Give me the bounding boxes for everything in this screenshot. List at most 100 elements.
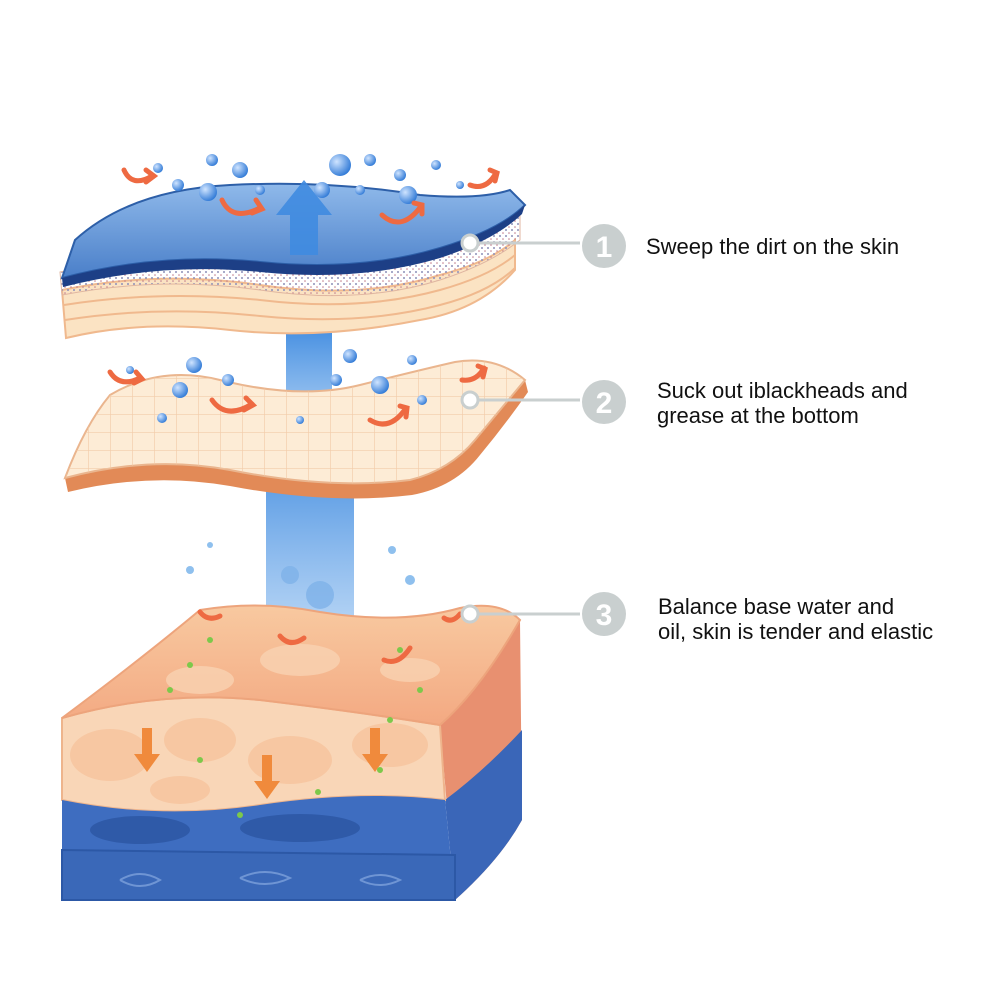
top-cell	[166, 666, 234, 694]
layer-3-block	[61, 604, 522, 901]
blue-cell-outline	[359, 874, 403, 886]
top-cell	[260, 644, 340, 676]
bubble	[330, 374, 342, 386]
layer-3-front-blue-dark	[61, 848, 456, 901]
callout-number: 1	[596, 231, 613, 264]
swirl-arrow-icon	[381, 645, 413, 664]
swirl-arrow-head	[411, 200, 425, 217]
step-1-line-1: Sweep the dirt on the skin	[646, 234, 900, 259]
bubble	[172, 179, 184, 191]
down-arrow-icon	[254, 755, 280, 799]
callout-3: 3	[460, 592, 626, 636]
swirl-arrow-head	[487, 167, 500, 184]
callout-number-circle	[582, 592, 626, 636]
green-dot	[207, 637, 213, 643]
bubble	[431, 160, 441, 170]
swirl-arrow-head	[131, 369, 146, 386]
callout-1: 1	[460, 224, 626, 268]
bubble	[329, 154, 351, 176]
bubble	[199, 183, 217, 201]
bubble	[456, 181, 464, 189]
swirl-arrow-head	[241, 395, 258, 413]
up-arrow-icon	[276, 180, 332, 255]
step-2-label: Suck out iblackheads and grease at the b…	[657, 378, 908, 428]
green-dot	[417, 687, 423, 693]
layer-3-side-blue	[445, 730, 522, 900]
step-3-line-1: Balance base water and	[658, 594, 895, 619]
down-arrow-icon	[362, 728, 388, 772]
swirl-arrow-icon	[467, 170, 499, 189]
bubble	[172, 382, 188, 398]
green-dot	[387, 717, 393, 723]
bubble	[157, 413, 167, 423]
callout-number-circle	[582, 380, 626, 424]
bubble	[343, 349, 357, 363]
bubble	[306, 581, 334, 609]
callout-anchor	[460, 390, 480, 410]
swirl-arrow-icon	[197, 609, 223, 621]
swirl-arrow-icon	[277, 633, 307, 645]
blue-cell-outline	[119, 873, 162, 887]
blue-cell	[90, 816, 190, 844]
callout-number-circle	[582, 224, 626, 268]
bubble	[281, 566, 299, 584]
swirl-arrow-icon	[379, 202, 425, 225]
bubble	[206, 154, 218, 166]
swirl-arrow-head	[143, 167, 159, 185]
bubble	[394, 169, 406, 181]
bubble	[186, 357, 202, 373]
bubble	[255, 185, 265, 195]
green-dot	[377, 767, 383, 773]
layer-2-underside	[65, 380, 528, 499]
bubble	[207, 542, 213, 548]
bubbles	[126, 154, 464, 609]
blue-cell	[240, 814, 360, 842]
bubble	[364, 154, 376, 166]
step-1-label: Sweep the dirt on the skin	[646, 234, 899, 259]
bubble	[405, 575, 415, 585]
callout-anchor	[460, 604, 480, 624]
callout-anchor	[460, 233, 480, 253]
bubble	[232, 162, 248, 178]
swirl-arrow-head	[475, 363, 488, 380]
layer-1-stripe-line	[64, 267, 516, 321]
swirl-arrow-head	[249, 197, 266, 216]
callout-number: 3	[596, 599, 613, 632]
swirl-arrows	[107, 167, 500, 664]
callout-2: 2	[460, 380, 626, 424]
bubble	[296, 416, 304, 424]
bubble	[314, 182, 330, 198]
top-cell	[380, 658, 440, 682]
bubble	[388, 546, 396, 554]
layer-1-stripe-line	[63, 254, 516, 306]
fat-cell	[164, 718, 236, 762]
fat-cell	[70, 729, 150, 781]
fat-cell	[150, 776, 210, 804]
swirl-arrow-head	[397, 403, 410, 420]
callout-number: 2	[596, 387, 613, 420]
step-3-line-2: oil, skin is tender and elastic	[658, 619, 934, 644]
bubble	[399, 186, 417, 204]
bubble	[186, 566, 194, 574]
swirl-arrow-icon	[441, 611, 463, 623]
green-particles	[167, 637, 423, 818]
swirl-arrow-icon	[367, 405, 409, 427]
layer-1-blue-sheet-edge	[62, 205, 525, 287]
green-dot	[197, 757, 203, 763]
bubble	[126, 366, 134, 374]
step-2-line-1: Suck out iblackheads and	[657, 378, 908, 403]
down-arrow-icon	[134, 728, 160, 772]
bubble	[371, 376, 389, 394]
green-dot	[315, 789, 321, 795]
step-3-label: Balance base water and oil, skin is tend…	[658, 594, 933, 644]
bubble	[417, 395, 427, 405]
green-dot	[237, 812, 243, 818]
bubble	[407, 355, 417, 365]
bubble	[355, 185, 365, 195]
bubble	[153, 163, 163, 173]
green-dot	[397, 647, 403, 653]
step-2-line-2: grease at the bottom	[657, 403, 859, 428]
green-dot	[167, 687, 173, 693]
bubble	[222, 374, 234, 386]
